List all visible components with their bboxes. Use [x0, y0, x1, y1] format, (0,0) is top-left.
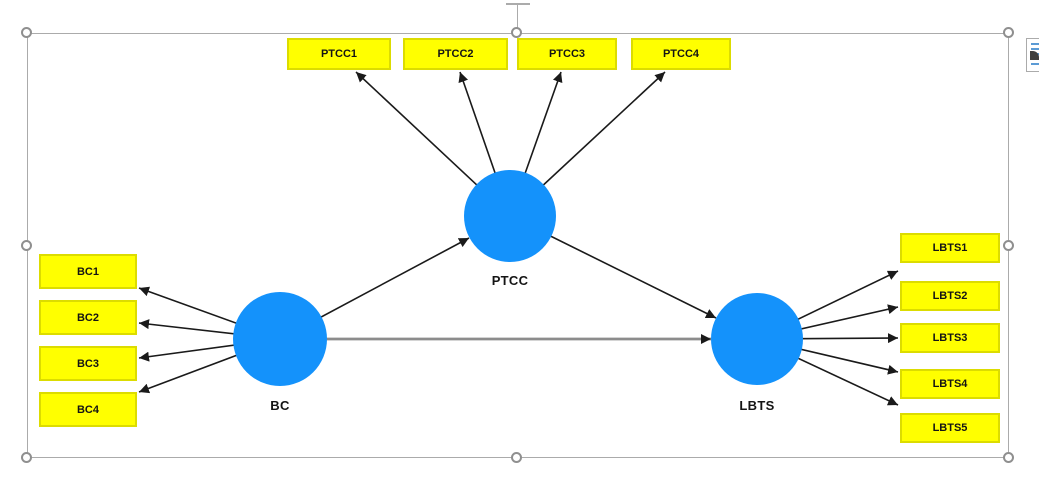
indicator-bc4: BC4: [39, 392, 137, 427]
rotation-handle-stem: [517, 4, 518, 34]
indicator-ptcc2: PTCC2: [403, 38, 508, 70]
resize-handle-bottom-left[interactable]: [21, 452, 32, 463]
rotation-handle[interactable]: [506, 3, 530, 5]
resize-handle-top-right[interactable]: [1003, 27, 1014, 38]
indicator-bc2: BC2: [39, 300, 137, 335]
indicator-ptcc3: PTCC3: [517, 38, 617, 70]
construct-circle-lbts: [711, 293, 803, 385]
indicator-lbts2: LBTS2: [900, 281, 1000, 311]
indicator-ptcc1: PTCC1: [287, 38, 391, 70]
indicator-bc1: BC1: [39, 254, 137, 289]
indicator-ptcc4: PTCC4: [631, 38, 731, 70]
construct-circle-bc: [233, 292, 327, 386]
indicator-lbts4: LBTS4: [900, 369, 1000, 399]
construct-circle-ptcc: [464, 170, 556, 262]
indicator-lbts5: LBTS5: [900, 413, 1000, 443]
resize-handle-middle-left[interactable]: [21, 240, 32, 251]
resize-handle-bottom-middle[interactable]: [511, 452, 522, 463]
layout-options-icon: [1031, 43, 1039, 45]
indicator-lbts3: LBTS3: [900, 323, 1000, 353]
resize-handle-bottom-right[interactable]: [1003, 452, 1014, 463]
resize-handle-top-left[interactable]: [21, 27, 32, 38]
construct-label-lbts: LBTS: [739, 398, 775, 413]
indicator-lbts1: LBTS1: [900, 233, 1000, 263]
construct-label-bc: BC: [270, 398, 290, 413]
picture-glyph-icon: [1030, 51, 1039, 60]
construct-label-ptcc: PTCC: [491, 273, 529, 288]
resize-handle-top-middle[interactable]: [511, 27, 522, 38]
layout-options-button[interactable]: [1026, 38, 1039, 72]
resize-handle-middle-right[interactable]: [1003, 240, 1014, 251]
indicator-bc3: BC3: [39, 346, 137, 381]
